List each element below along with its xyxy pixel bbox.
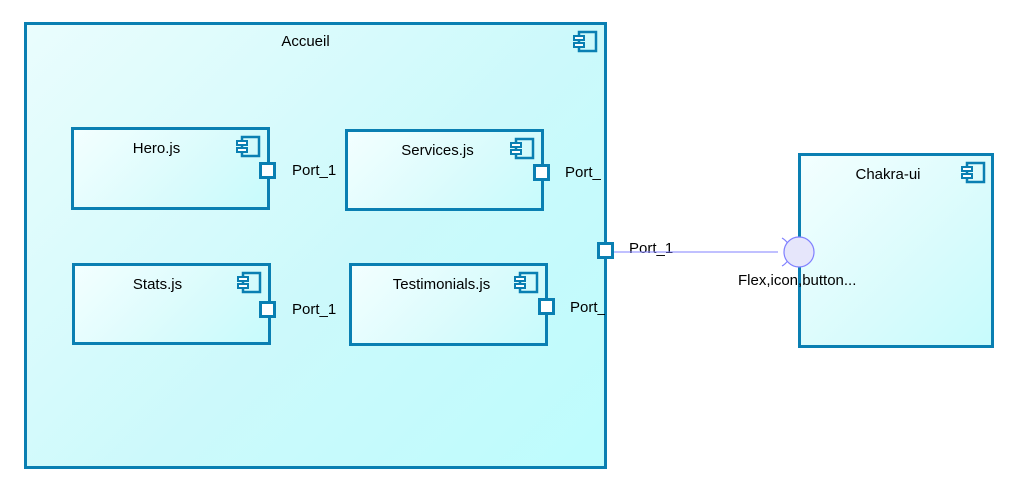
component-icon bbox=[514, 271, 539, 294]
component-icon bbox=[961, 161, 986, 184]
interface-label: Flex,icon,button... bbox=[738, 272, 857, 289]
port-testimonials[interactable] bbox=[538, 298, 555, 315]
component-hero[interactable]: Hero.js bbox=[71, 127, 270, 210]
port-accueil[interactable] bbox=[597, 242, 614, 259]
component-icon bbox=[510, 137, 535, 160]
component-services[interactable]: Services.js bbox=[345, 129, 544, 211]
provided-interface-ball bbox=[783, 236, 815, 268]
component-icon bbox=[573, 30, 598, 53]
port-services[interactable] bbox=[533, 164, 550, 181]
port-accueil-label: Port_1 bbox=[629, 240, 674, 257]
component-chakra[interactable]: Chakra-ui bbox=[798, 153, 994, 348]
component-icon bbox=[236, 135, 261, 158]
component-testimonials-label: Testimonials.js bbox=[392, 276, 491, 293]
port-hero-label: Port_1 bbox=[292, 162, 337, 179]
component-hero-label: Hero.js bbox=[132, 140, 181, 157]
component-services-label: Services.js bbox=[401, 142, 474, 159]
component-accueil-label: Accueil bbox=[281, 33, 330, 50]
port-stats-label: Port_1 bbox=[292, 301, 337, 318]
component-stats-label: Stats.js bbox=[132, 276, 183, 293]
port-hero[interactable] bbox=[259, 162, 276, 179]
component-icon bbox=[237, 271, 262, 294]
component-accueil[interactable]: Accueil bbox=[24, 22, 607, 469]
component-chakra-label: Chakra-ui bbox=[855, 166, 921, 183]
port-testimonials-label: Port_ bbox=[570, 299, 605, 316]
port-services-label: Port_ bbox=[565, 164, 601, 181]
port-stats[interactable] bbox=[259, 301, 276, 318]
